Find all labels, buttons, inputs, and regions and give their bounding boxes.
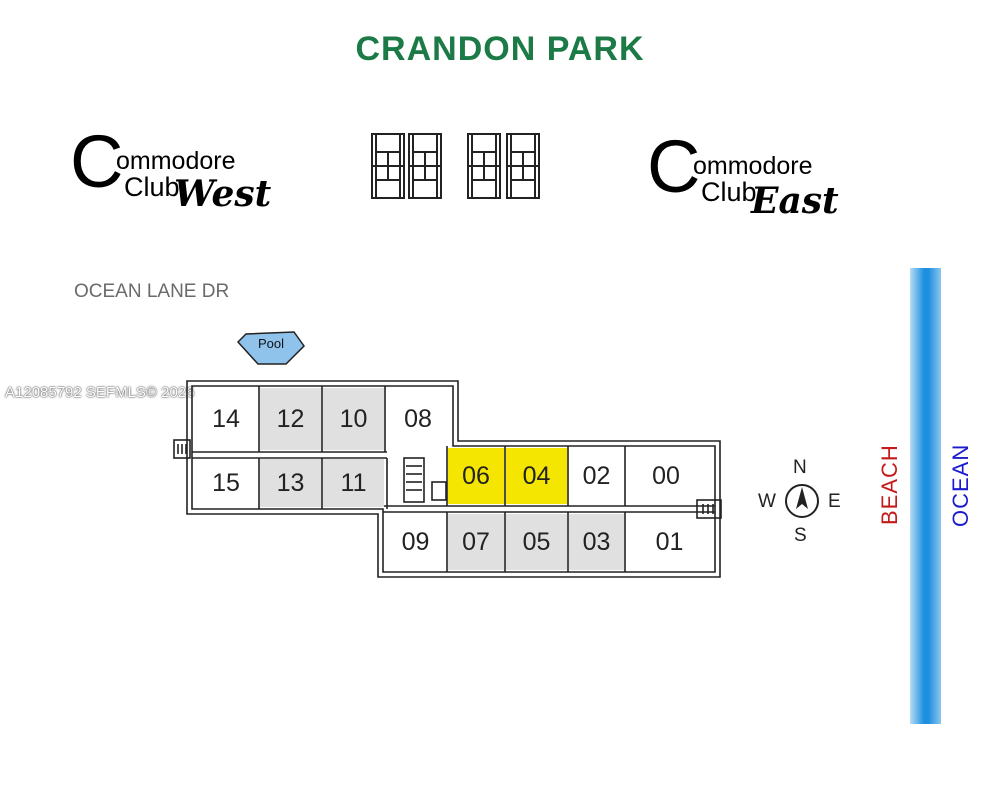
- unit-14[interactable]: 14: [212, 404, 240, 433]
- compass-north: N: [793, 457, 807, 478]
- ocean-label-wrap: OCEAN: [948, 443, 974, 527]
- street-label: OCEAN LANE DR: [74, 281, 230, 302]
- unit-13[interactable]: 13: [260, 459, 321, 507]
- compass-south: S: [794, 525, 807, 546]
- beach-label: BEACH: [877, 444, 902, 525]
- pool-shape: [236, 331, 305, 365]
- unit-15[interactable]: 15: [212, 468, 240, 497]
- tennis-court: [371, 133, 405, 199]
- unit-05[interactable]: 05: [506, 514, 567, 570]
- unit-07[interactable]: 07: [448, 514, 504, 570]
- unit-11[interactable]: 11: [323, 459, 384, 507]
- compass-icon: [785, 484, 819, 518]
- tennis-court: [506, 133, 540, 199]
- unit-00[interactable]: 00: [652, 461, 680, 490]
- beach-label-wrap: BEACH: [877, 444, 903, 525]
- unit-01[interactable]: 01: [655, 527, 684, 556]
- ocean-water-strip: [910, 268, 941, 724]
- unit-03[interactable]: 03: [569, 514, 624, 570]
- commodore-club-east-logo: C ommodore Club East: [647, 125, 839, 223]
- unit-06[interactable]: 06: [448, 448, 504, 504]
- compass-west: W: [758, 491, 776, 512]
- unit-12[interactable]: 12: [260, 388, 321, 450]
- unit-08[interactable]: 08: [404, 404, 432, 433]
- unit-09[interactable]: 09: [401, 527, 430, 556]
- compass-east: E: [828, 491, 841, 512]
- tennis-courts: [371, 133, 540, 199]
- page-title: CRANDON PARK: [355, 30, 645, 68]
- unit-02[interactable]: 02: [582, 461, 611, 490]
- tennis-court: [408, 133, 442, 199]
- unit-10[interactable]: 10: [323, 388, 384, 450]
- unit-04[interactable]: 04: [506, 448, 567, 504]
- mls-watermark: A12085792 SEFMLS© 2026: [5, 384, 195, 401]
- ocean-label: OCEAN: [948, 443, 973, 527]
- pool-label: Pool: [258, 336, 285, 351]
- tennis-court: [467, 133, 501, 199]
- commodore-club-west-logo: C ommodore Club West: [70, 120, 272, 216]
